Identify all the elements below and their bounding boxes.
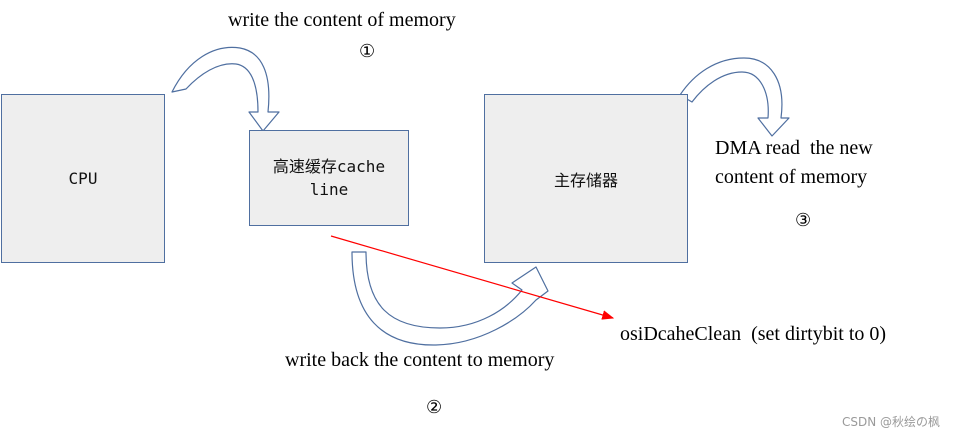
step2-label: write back the content to memory <box>285 349 555 371</box>
red-arrow-clean <box>330 235 615 320</box>
cache-line-box: 高速缓存cache line <box>249 130 409 226</box>
curved-arrow-cache-to-memory <box>351 251 549 346</box>
step1-label: write the content of memory <box>228 9 456 31</box>
step1-marker: ① <box>359 41 376 61</box>
cpu-box: CPU <box>1 94 165 263</box>
step3-marker: ③ <box>795 210 812 230</box>
main-memory-box: 主存储器 <box>484 94 688 263</box>
step3-label-line2: content of memory <box>715 166 868 188</box>
step3-label-line1: DMA read the new <box>715 137 873 159</box>
cache-line-label: 高速缓存cache line <box>272 157 386 199</box>
curved-arrow-cpu-to-cache <box>171 46 280 132</box>
curved-arrow-memory-to-dma <box>679 57 790 137</box>
step2-marker: ② <box>426 397 443 417</box>
clean-call-label: osiDcaheClean (set dirtybit to 0) <box>620 323 887 345</box>
main-memory-label: 主存储器 <box>553 170 618 190</box>
cpu-label: CPU <box>68 169 98 188</box>
watermark: CSDN @秋绘の枫 <box>842 415 941 429</box>
